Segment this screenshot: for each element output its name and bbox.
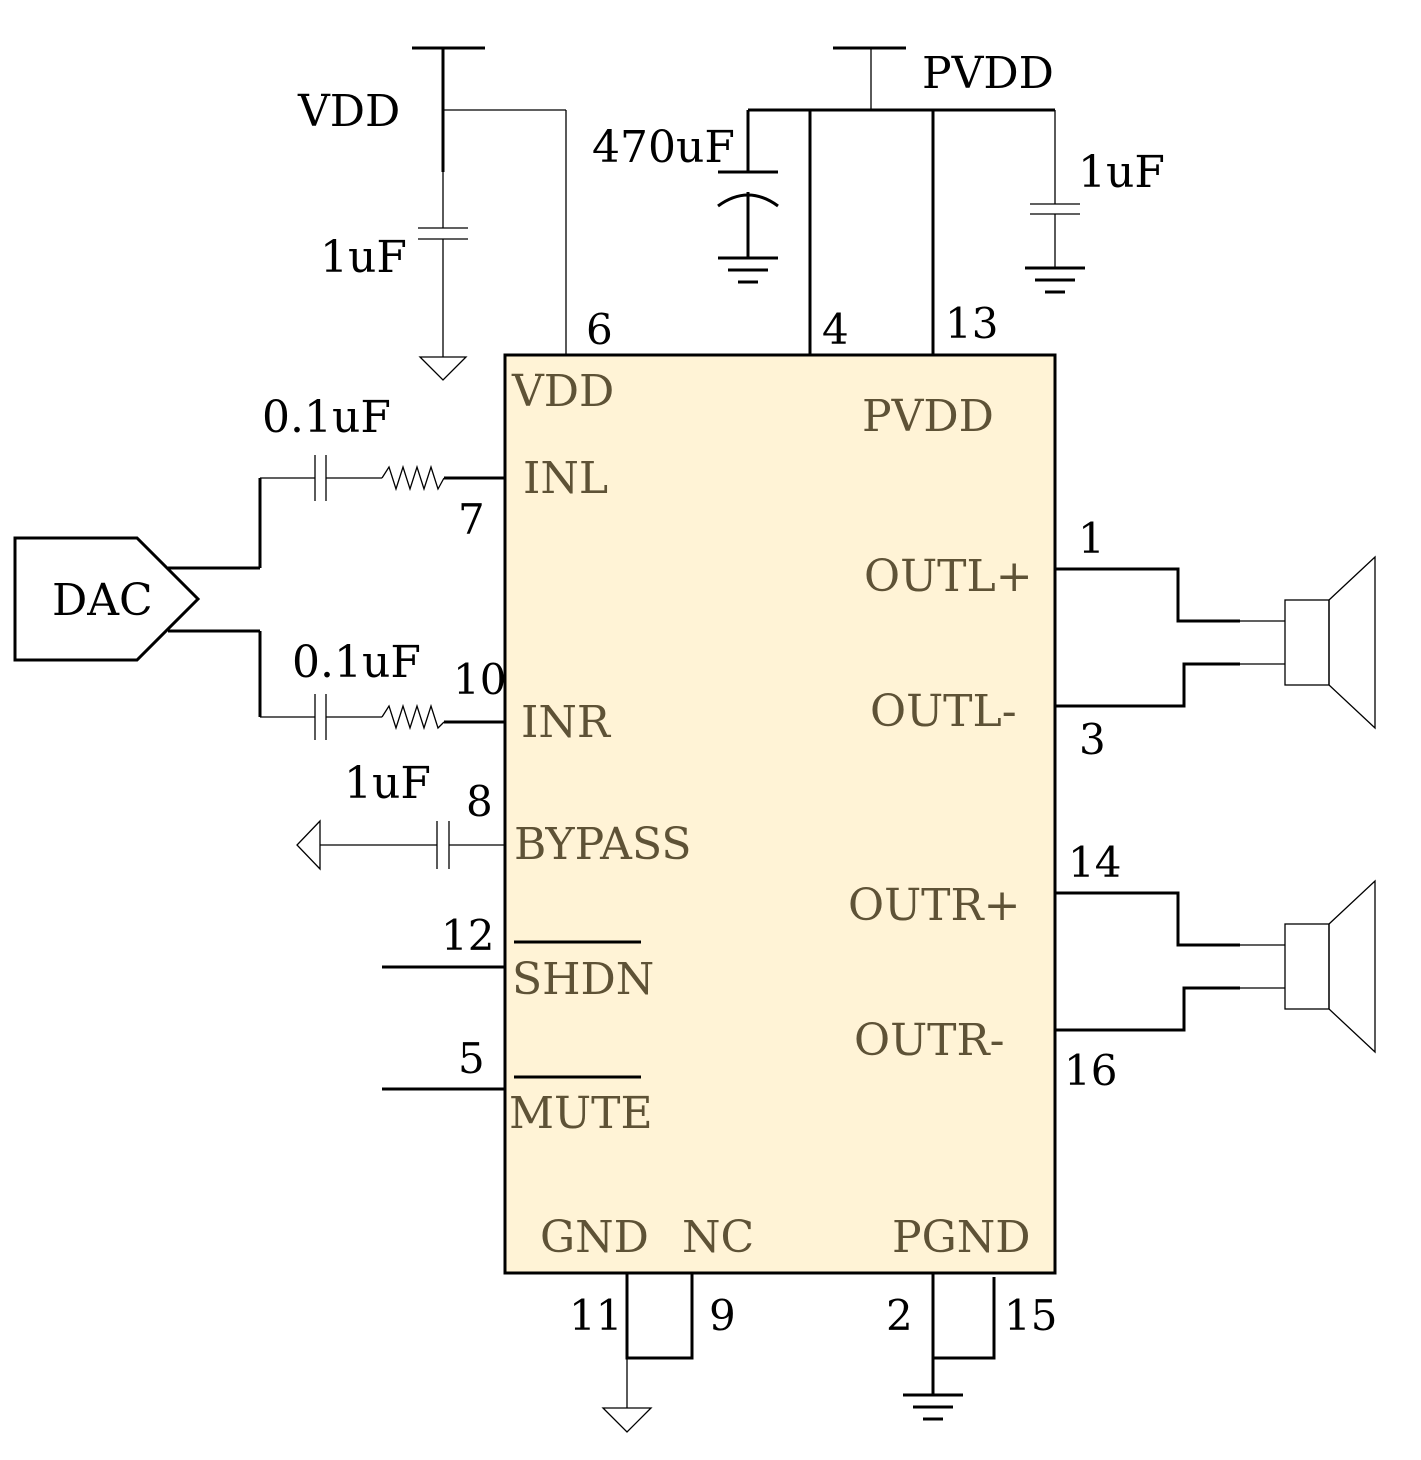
left-speaker-wiring: [1055, 567, 1285, 708]
pin-number-outl-neg: 3: [1079, 715, 1106, 764]
inr-capacitor-icon: [314, 694, 327, 740]
bypass-capacitor-icon: [436, 821, 450, 869]
dac-block-icon: [13, 536, 201, 662]
chip-pin-vdd: VDD: [511, 366, 614, 417]
chip-pin-pgnd: PGND: [892, 1212, 1031, 1263]
pvdd-bypass-capacitor-icon: [1030, 203, 1080, 215]
dac-label: DAC: [52, 575, 153, 626]
chip-pin-gnd: GND: [540, 1212, 649, 1263]
pin-number-gnd: 11: [569, 1291, 622, 1340]
chip-pin-inl: INL: [523, 453, 608, 504]
chip-pin-outr-neg: OUTR-: [854, 1015, 1005, 1066]
inl-resistor-icon: [381, 464, 445, 492]
pin-number-pvdd-a: 4: [822, 305, 849, 354]
vdd-supply-label: VDD: [297, 86, 400, 137]
pvdd-supply-section: [717, 46, 1085, 355]
chip-pin-outr-pos: OUTR+: [848, 880, 1021, 931]
pgnd-wiring: [903, 1273, 996, 1421]
pvdd-bulk-cap-label: 470uF: [592, 122, 735, 173]
pin-number-shdn: 12: [441, 911, 494, 960]
pin-number-outl-pos: 1: [1078, 514, 1105, 563]
right-speaker-icon: [1284, 879, 1376, 1054]
inl-capacitor-icon: [314, 455, 327, 501]
vdd-capacitor-icon: [418, 227, 468, 240]
chip-pin-outl-pos: OUTL+: [864, 551, 1033, 602]
inl-input-path: [168, 455, 505, 570]
pvdd-bypass-cap-label: 1uF: [1078, 147, 1165, 198]
chip-pin-inr: INR: [521, 697, 612, 748]
gnd-nc-wiring: [601, 1273, 694, 1433]
left-speaker-icon: [1284, 555, 1376, 730]
inr-resistor-icon: [381, 703, 445, 731]
pvdd-bypass-ground-icon: [1025, 266, 1085, 294]
chip-pin-shdn: SHDN: [512, 954, 654, 1005]
vdd-cap-label: 1uF: [320, 232, 407, 283]
chip-pin-pvdd: PVDD: [862, 391, 994, 442]
bypass-path: [296, 819, 505, 871]
bypass-ground-icon: [296, 819, 321, 871]
pgnd-ground-icon: [903, 1393, 963, 1421]
pin-number-pgnd-a: 2: [886, 1291, 913, 1340]
chip-pin-bypass: BYPASS: [514, 819, 691, 870]
inr-cap-label: 0.1uF: [292, 637, 421, 688]
chip-pin-outl-neg: OUTL-: [870, 686, 1017, 737]
pin-number-vdd: 6: [586, 305, 613, 354]
pin-number-outr-neg: 16: [1064, 1046, 1117, 1095]
pin-number-pvdd-b: 13: [945, 299, 998, 348]
vdd-supply-section: [412, 46, 567, 381]
gnd-ground-icon: [601, 1407, 653, 1433]
amplifier-chip-body: [503, 353, 1057, 1275]
pin-number-inl: 7: [458, 495, 485, 544]
pin-number-inr: 10: [453, 655, 506, 704]
pin-number-bypass: 8: [466, 777, 493, 826]
chip-pin-mute: MUTE: [509, 1088, 653, 1139]
inl-cap-label: 0.1uF: [262, 392, 391, 443]
pin-number-pgnd-b: 15: [1004, 1291, 1057, 1340]
pvdd-bulk-ground-icon: [718, 256, 778, 284]
pin-number-mute: 5: [458, 1034, 485, 1083]
right-speaker-wiring: [1055, 891, 1285, 1032]
vdd-ground-icon: [418, 356, 468, 381]
pvdd-supply-label: PVDD: [922, 48, 1054, 99]
bypass-cap-label: 1uF: [344, 758, 431, 809]
pin-number-outr-pos: 14: [1068, 838, 1121, 887]
inr-input-path: [168, 629, 505, 740]
chip-pin-nc: NC: [682, 1212, 754, 1263]
pin-number-nc: 9: [709, 1291, 736, 1340]
